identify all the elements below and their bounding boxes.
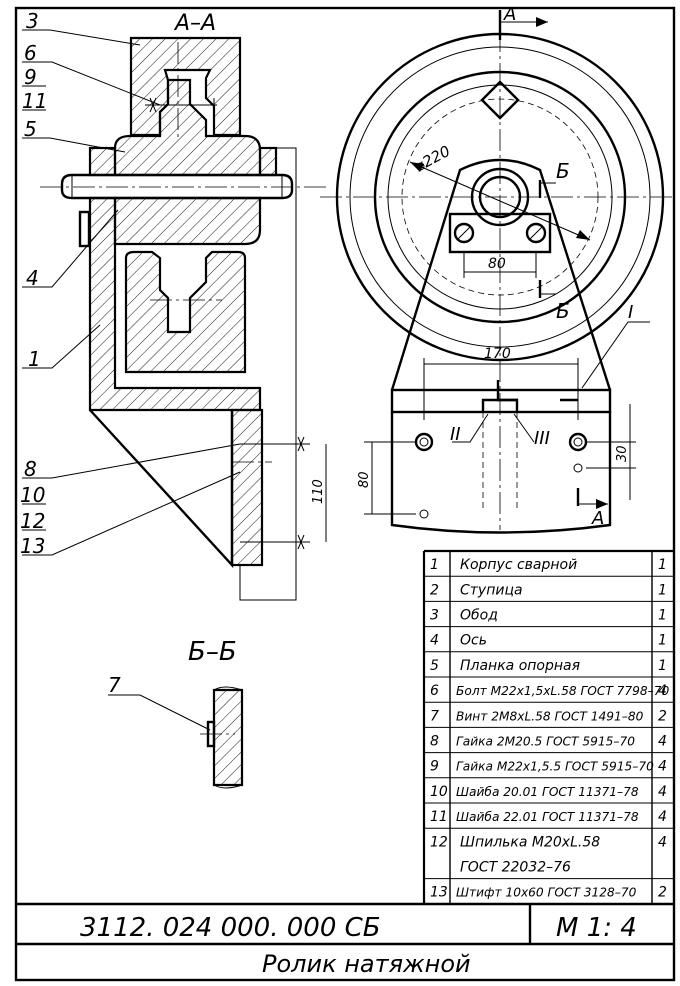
- backing-outline: [239, 147, 297, 601]
- parts-row-qty: 1: [658, 633, 667, 649]
- cut-b-top: Б: [556, 159, 570, 183]
- callout-13: 13: [20, 534, 45, 558]
- parts-row-name: Гайка 2М20.5 ГОСТ 5915–70: [456, 735, 635, 749]
- callout-5: 5: [24, 117, 37, 141]
- parts-row-name: Винт 2М8хL.58 ГОСТ 1491–80: [456, 709, 644, 723]
- callout-8: 8: [24, 457, 37, 481]
- hub-section: [113, 78, 262, 177]
- parts-row-pos: 2: [430, 582, 439, 598]
- bracket-base-plate: [390, 388, 612, 414]
- parts-row-name: Шайба 20.01 ГОСТ 11371–78: [456, 785, 639, 799]
- drawing-designation: 3112. 024 000. 000 СБ: [80, 913, 381, 943]
- callout-6: 6: [24, 41, 37, 65]
- callout-10: 10: [20, 483, 45, 507]
- rim-lower-section: [124, 250, 247, 374]
- callout-9: 9: [24, 65, 37, 89]
- section-bb-title: Б–Б: [188, 637, 237, 667]
- parts-row-pos: 10: [430, 784, 448, 800]
- detail-ii-marker: II: [450, 424, 461, 445]
- dim-110: 110: [311, 479, 326, 504]
- gusset-outline: [89, 409, 234, 569]
- parts-row-pos: 8: [430, 734, 439, 750]
- parts-row-pos: 1: [430, 557, 439, 573]
- support-plate-right: [258, 146, 278, 177]
- section-aa-view: А–А: [20, 9, 330, 601]
- parts-row-pos: 4: [430, 633, 439, 649]
- support-plate: [88, 146, 117, 177]
- parts-row-pos: 6: [430, 683, 439, 699]
- parts-row-pos: 11: [430, 809, 448, 825]
- bracket-outline: [390, 158, 612, 391]
- cut-b-bottom: Б: [556, 299, 570, 323]
- parts-row-pos: 3: [430, 608, 439, 624]
- bb-plate-section: [212, 688, 244, 787]
- callout-4: 4: [26, 266, 39, 290]
- mount-flange-section: [230, 408, 264, 567]
- parts-row-pos: 13: [430, 885, 448, 901]
- parts-row-name: Болт М22х1,5хL.58 ГОСТ 7798–70: [456, 684, 670, 698]
- parts-row-qty: 1: [658, 658, 667, 674]
- parts-row-name: Ступица: [460, 582, 523, 598]
- hub-lower-section: [113, 196, 262, 246]
- dim-220: ⌀220: [411, 142, 453, 176]
- parts-row-qty: 1: [658, 608, 667, 624]
- parts-row-name: Корпус сварной: [460, 557, 577, 573]
- parts-row-qty: 4: [658, 734, 667, 750]
- title-block: 3112. 024 000. 000 СБ М 1: 4 Ролик натяж…: [16, 902, 674, 978]
- parts-row-qty: 4: [658, 834, 667, 850]
- dim-80-top: 80: [488, 256, 506, 272]
- parts-row-qty: 1: [658, 582, 667, 598]
- parts-row-qty: 4: [658, 683, 667, 699]
- parts-row-name: ГОСТ 22032–76: [460, 860, 571, 876]
- parts-row-name: Планка опорная: [460, 658, 580, 674]
- pin-section: [78, 210, 91, 248]
- parts-row-pos: 7: [430, 708, 439, 724]
- detail-iii-marker: III: [534, 428, 550, 449]
- parts-row-qty: 2: [658, 708, 667, 724]
- cut-a-bottom: А: [591, 508, 604, 529]
- drawing-scale: М 1: 4: [556, 913, 637, 943]
- detail-i-marker: I: [628, 302, 633, 323]
- callout-12: 12: [20, 509, 45, 533]
- dim-170: 170: [484, 346, 511, 362]
- parts-row-qty: 4: [658, 759, 667, 775]
- sheet-frame: [14, 6, 676, 982]
- callout-3: 3: [26, 9, 39, 33]
- section-bb-view: Б–Б 7: [108, 637, 244, 789]
- callout-1: 1: [28, 347, 41, 371]
- parts-row-name: Гайка М22х1,5.5 ГОСТ 5915–70: [456, 760, 654, 774]
- parts-row-qty: 4: [658, 784, 667, 800]
- parts-row-pos: 9: [430, 759, 439, 775]
- dim-30: 30: [615, 445, 630, 462]
- parts-row-name: Шпилька М20хL.58: [460, 834, 600, 850]
- bracket-mount-plate: [390, 412, 612, 534]
- callout-7: 7: [108, 673, 121, 697]
- parts-row-qty: 4: [658, 809, 667, 825]
- parts-row-name: Ось: [460, 633, 487, 649]
- parts-row-qty: 2: [658, 885, 667, 901]
- parts-row-pos: 5: [430, 658, 439, 674]
- parts-row-name: Штифт 10х60 ГОСТ 3128–70: [456, 886, 637, 900]
- drawing-name: Ролик натяжной: [262, 950, 471, 978]
- parts-row-pos: 12: [430, 834, 448, 850]
- bolt-plate: [448, 212, 552, 254]
- dim-80-side: 80: [357, 471, 372, 488]
- cut-a-top: А: [503, 4, 516, 25]
- front-view: А ⌀220 80: [320, 4, 676, 534]
- axle-shape: [60, 173, 294, 200]
- parts-row-name: Обод: [460, 608, 498, 624]
- parts-row-qty: 1: [658, 557, 667, 573]
- callout-11: 11: [22, 89, 47, 113]
- section-aa-title: А–А: [173, 11, 216, 36]
- parts-row-name: Шайба 22.01 ГОСТ 11371–78: [456, 810, 639, 824]
